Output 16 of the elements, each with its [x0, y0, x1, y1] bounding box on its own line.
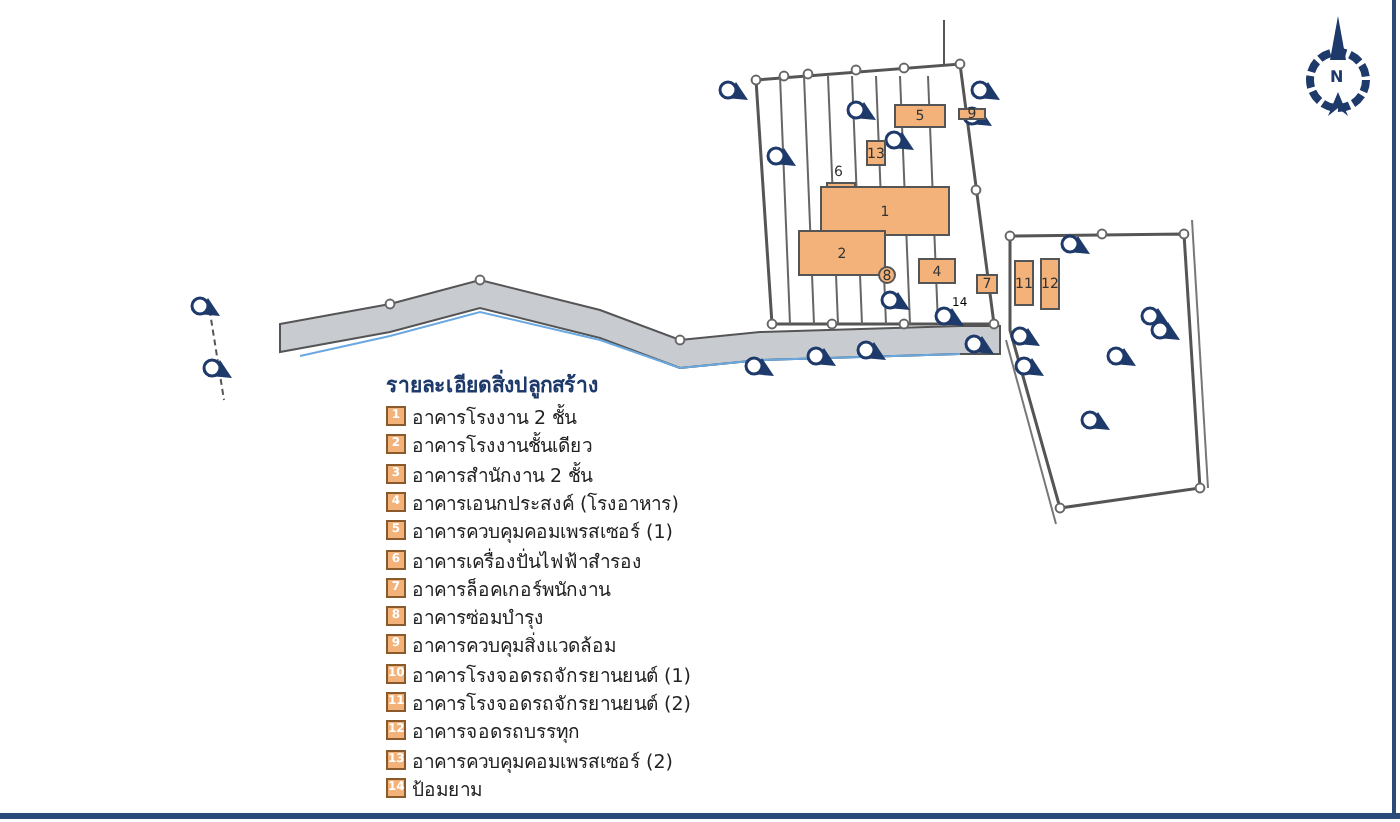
legend-text: อาคารเอนกประสงค์ (โรงอาหาร)	[412, 490, 679, 518]
legend-text: อาคารเครื่องปั่นไฟฟ้าสำรอง	[412, 546, 642, 575]
legend-text: อาคารควบคุมคอมเพรสเซอร์ (2)	[412, 749, 673, 776]
legend-text: อาคารควบคุมสิ่งแวดล้อม	[412, 630, 616, 661]
legend-title: รายละเอียดสิ่งปลูกสร้าง	[386, 368, 598, 402]
legend-text: อาคารโรงงาน 2 ชั้น	[412, 402, 577, 432]
legend-text: อาคารสำนักงาน 2 ชั้น	[412, 460, 593, 490]
legend-text: อาคารจอดรถบรรทุก	[412, 720, 580, 747]
legend-text: อาคารควบคุมคอมเพรสเซอร์ (1)	[412, 519, 673, 547]
legend-text: อาคารล็อคเกอร์พนักงาน	[412, 576, 610, 604]
legend-text: อาคารโรงจอดรถจักรยานยนต์ (1)	[412, 662, 691, 690]
compass-letter: N	[1330, 68, 1344, 86]
legend-text: อาคารโรงงานชั้นเดียว	[412, 430, 592, 461]
legend-text: อาคารโรงจอดรถจักรยานยนต์ (2)	[412, 690, 691, 718]
legend-text: ป้อมยาม	[412, 777, 482, 804]
legend-text: อาคารซ่อมบำรุง	[412, 606, 544, 632]
